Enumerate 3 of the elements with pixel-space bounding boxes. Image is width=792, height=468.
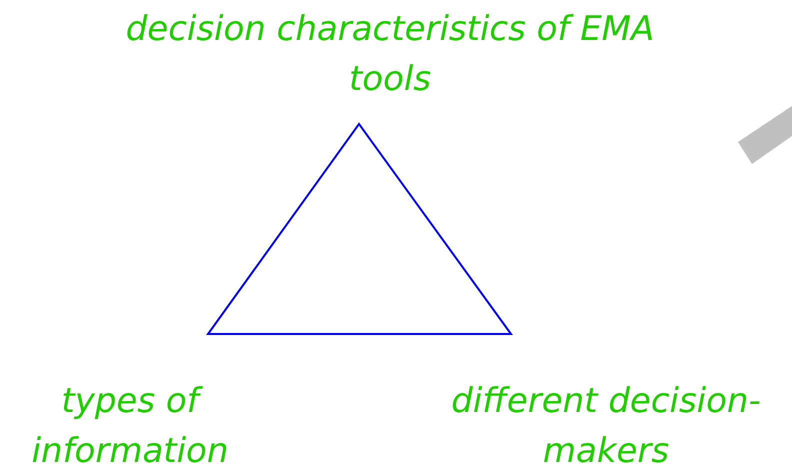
corner-label: different decision-makers (450, 380, 762, 468)
corner-label: decision characteristics of EMA tools (124, 8, 656, 101)
corner-label: types of information (30, 380, 230, 468)
